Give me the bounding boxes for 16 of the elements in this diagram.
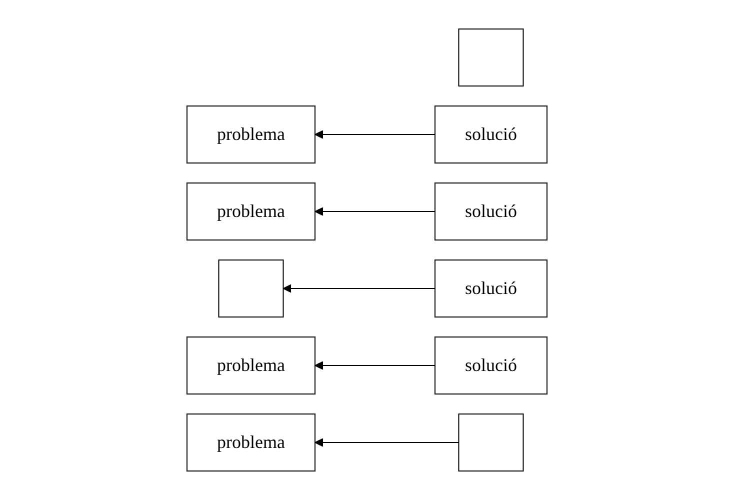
node-box: solució	[434, 259, 547, 317]
node-box: problema	[186, 182, 315, 240]
node-box: solució	[434, 336, 547, 394]
node-box: solució	[434, 105, 547, 163]
arrow	[314, 206, 435, 216]
node-box: problema	[186, 336, 315, 394]
arrow	[314, 438, 459, 446]
node-box	[458, 28, 524, 86]
node-box: problema	[186, 413, 315, 471]
arrow	[282, 284, 435, 292]
node-box: problema	[186, 105, 315, 163]
node-box	[218, 259, 284, 317]
arrow	[314, 130, 435, 138]
node-box: solució	[434, 182, 547, 240]
arrow	[314, 360, 435, 370]
node-box	[458, 413, 524, 471]
